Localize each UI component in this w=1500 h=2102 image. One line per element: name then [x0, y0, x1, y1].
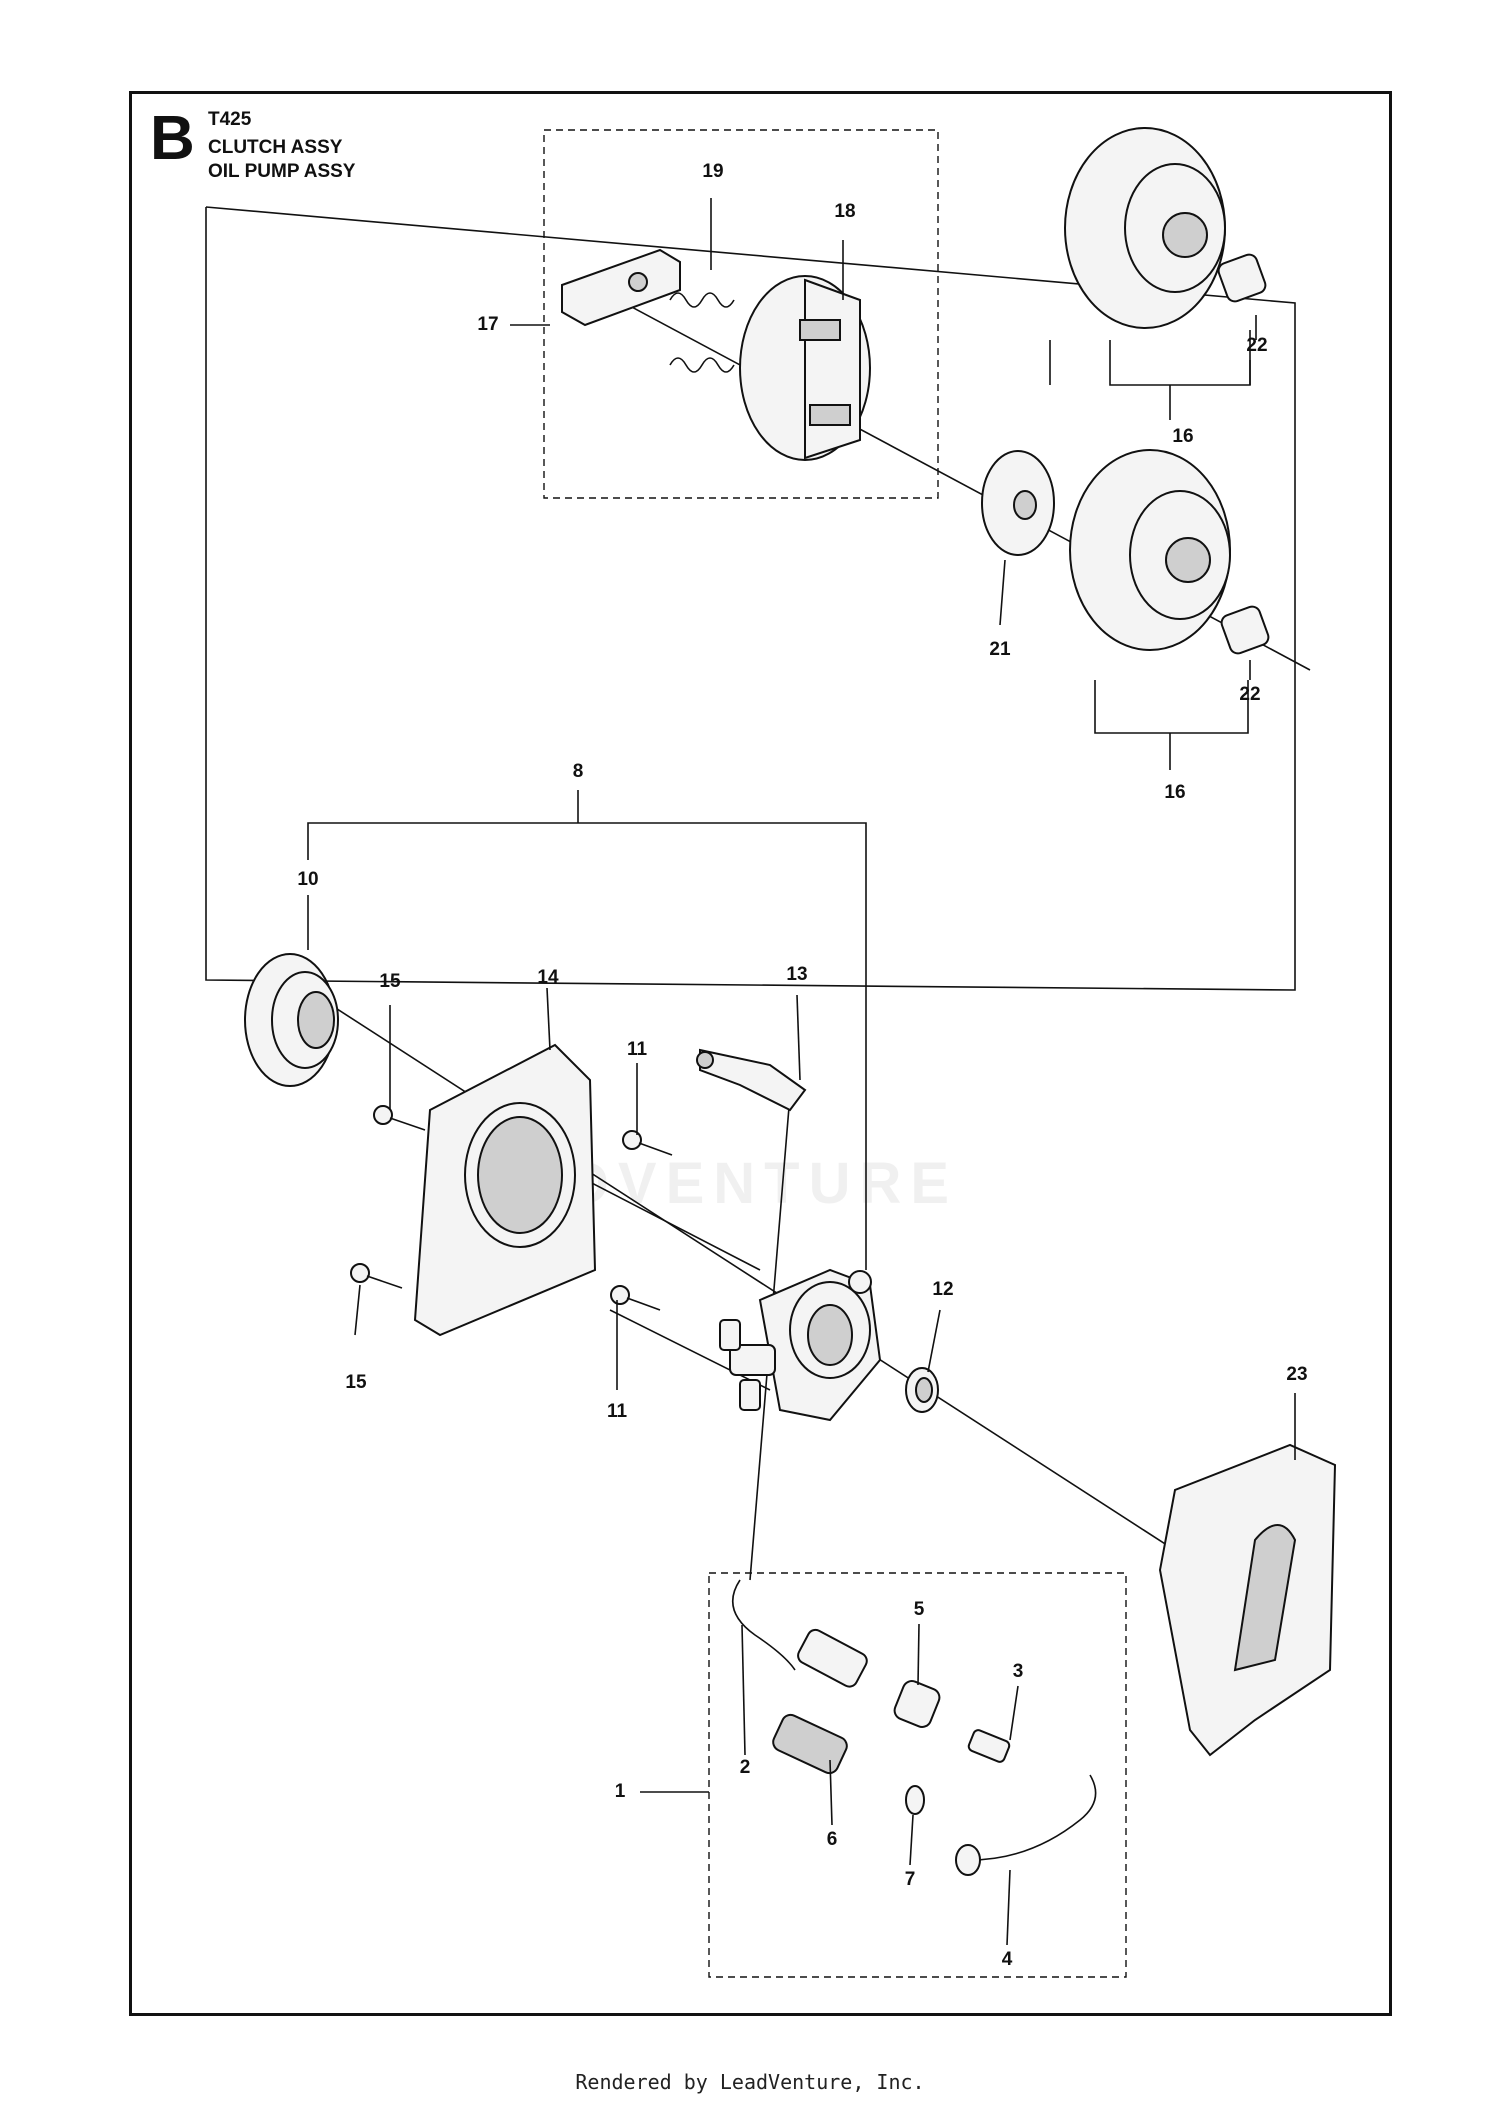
pulley-10 [244, 953, 339, 1087]
assembly-title-clutch: CLUTCH ASSY [208, 137, 343, 158]
callout-7: 7 [904, 1869, 916, 1890]
bracket-8 [307, 822, 867, 1270]
leader-3 [1009, 1685, 1019, 1741]
callout-6: 6 [826, 1829, 838, 1850]
callout-11-bottom: 11 [606, 1401, 628, 1422]
clutch-springs [669, 292, 735, 373]
leader-6 [829, 1759, 833, 1826]
clutch-drum-upper [1064, 127, 1267, 329]
callout-8: 8 [572, 761, 584, 782]
oil-pump-body [719, 1268, 882, 1422]
pump-axis-line [299, 984, 1191, 1561]
callout-17: 17 [477, 314, 499, 335]
section-letter: B [150, 104, 195, 173]
clutch-shoe-bracket [561, 248, 681, 327]
filter-6 [772, 1713, 848, 1775]
callout-3: 3 [1012, 1661, 1024, 1682]
leader-21 [999, 559, 1006, 626]
check-valve-3 [967, 1729, 1011, 1763]
callout-4: 4 [1001, 1949, 1013, 1970]
model-number: T425 [208, 109, 252, 130]
callout-11-top: 11 [626, 1039, 648, 1060]
diagram-frame [129, 91, 1392, 2016]
screw-11-top [622, 1130, 673, 1156]
screw-15-bottom [350, 1263, 403, 1289]
clutch-axis-frame [205, 206, 1296, 991]
leader-15-bottom [354, 1284, 361, 1336]
leader-2 [741, 1624, 746, 1756]
leader-14 [546, 987, 551, 1051]
callout-21: 21 [989, 639, 1011, 660]
callout-23: 23 [1286, 1364, 1308, 1385]
callout-18: 18 [834, 201, 856, 222]
worm-gear-13 [696, 1048, 807, 1112]
screw-axis-bottom [609, 1309, 771, 1391]
screw-15-top [373, 1105, 426, 1131]
callout-5: 5 [913, 1599, 925, 1620]
bracket-16-upper [1109, 330, 1251, 386]
oil-hose-4 [955, 1774, 1097, 1876]
clip-7 [905, 1785, 925, 1815]
leader-12 [927, 1309, 941, 1373]
callout-13: 13 [786, 964, 808, 985]
callout-19: 19 [702, 161, 724, 182]
callout-22-upper: 22 [1246, 335, 1268, 356]
callout-2: 2 [739, 1757, 751, 1778]
clutch-drum-lower [1069, 449, 1270, 655]
callout-22-lower: 22 [1239, 684, 1261, 705]
callout-1: 1 [614, 1781, 626, 1802]
leader-4 [1006, 1869, 1011, 1946]
callout-15-top: 15 [379, 971, 401, 992]
callout-12: 12 [932, 1279, 954, 1300]
clutch-shoes [739, 275, 871, 461]
oil-hose-2 [731, 1579, 796, 1671]
footer-credit: Rendered by LeadVenture, Inc. [575, 2070, 925, 2094]
assembly-title-oil-pump: OIL PUMP ASSY [208, 161, 356, 182]
guard-plate-23 [1158, 1443, 1337, 1757]
callout-15-bottom: 15 [345, 1372, 367, 1393]
callout-14: 14 [537, 967, 559, 988]
clutch-assy-group-box [543, 129, 939, 499]
leader-5 [917, 1623, 920, 1686]
leader-13 [796, 994, 801, 1081]
oil-outlet-fitting [797, 1628, 868, 1688]
grommet-5 [893, 1680, 941, 1728]
cover-plate-14 [413, 1043, 597, 1337]
bracket-16-lower [1094, 680, 1249, 734]
screw-11-bottom [610, 1285, 661, 1311]
leader-7 [909, 1814, 914, 1866]
callout-10: 10 [297, 869, 319, 890]
oil-pump-kit-group-box [708, 1572, 1127, 1978]
callout-16-upper: 16 [1172, 426, 1194, 447]
callout-16-lower: 16 [1164, 782, 1186, 803]
